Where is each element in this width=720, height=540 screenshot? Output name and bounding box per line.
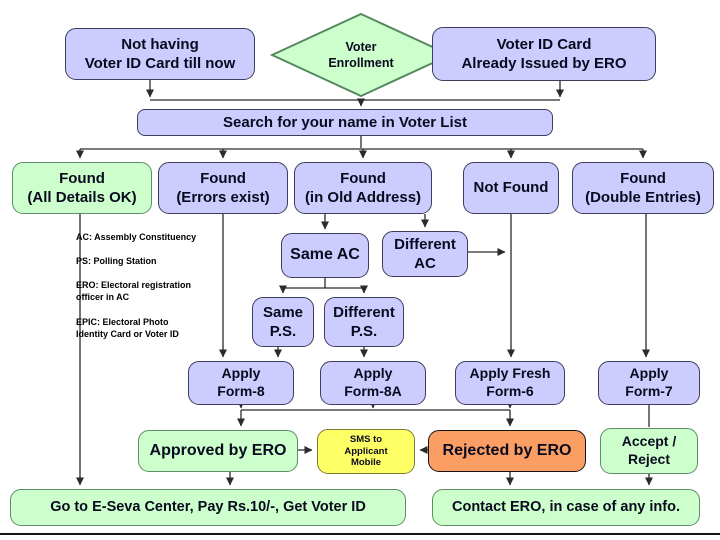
abbreviation-legend: AC: Assembly Constituency PS: Polling St… [76, 231, 256, 352]
node-apply-fresh-form6: Apply Fresh Form-6 [455, 361, 565, 405]
node-rejected-by-ero: Rejected by ERO [428, 430, 586, 472]
node-approved-by-ero: Approved by ERO [138, 430, 298, 472]
diamond-shape [269, 12, 453, 98]
node-same-ps: Same P.S. [252, 297, 314, 347]
node-found-double-entries: Found (Double Entries) [572, 162, 714, 214]
node-card-already-issued: Voter ID Card Already Issued by ERO [432, 27, 656, 81]
legend-ero: ERO: Electoral registration officer in A… [76, 280, 192, 303]
node-different-ps: Different P.S. [324, 297, 404, 347]
node-contact-ero: Contact ERO, in case of any info. [432, 489, 700, 526]
node-not-found: Not Found [463, 162, 559, 214]
slide-bottom-border [0, 533, 720, 535]
decision-label: Voter Enrollment [328, 39, 394, 70]
node-apply-form7: Apply Form-7 [598, 361, 700, 405]
legend-epic: EPIC: Electoral Photo Identity Card or V… [76, 316, 179, 339]
node-different-ac: Different AC [382, 231, 468, 277]
legend-ac: AC: Assembly Constituency [76, 232, 197, 242]
node-same-ac: Same AC [281, 233, 369, 278]
node-found-all-ok: Found (All Details OK) [12, 162, 152, 214]
node-found-old-address: Found (in Old Address) [294, 162, 432, 214]
decision-voter-enrollment: Voter Enrollment [269, 12, 453, 98]
node-sms-to-applicant: SMS to Applicant Mobile [317, 429, 415, 474]
node-search-voter-list: Search for your name in Voter List [137, 109, 553, 136]
node-apply-form8a: Apply Form-8A [320, 361, 426, 405]
node-accept-reject: Accept / Reject [600, 428, 698, 474]
legend-ps: PS: Polling Station [76, 256, 157, 267]
node-not-having-card: Not having Voter ID Card till now [65, 28, 255, 80]
node-goto-eseva-center: Go to E-Seva Center, Pay Rs.10/-, Get Vo… [10, 489, 406, 526]
node-found-errors: Found (Errors exist) [158, 162, 288, 214]
node-apply-form8: Apply Form-8 [188, 361, 294, 405]
